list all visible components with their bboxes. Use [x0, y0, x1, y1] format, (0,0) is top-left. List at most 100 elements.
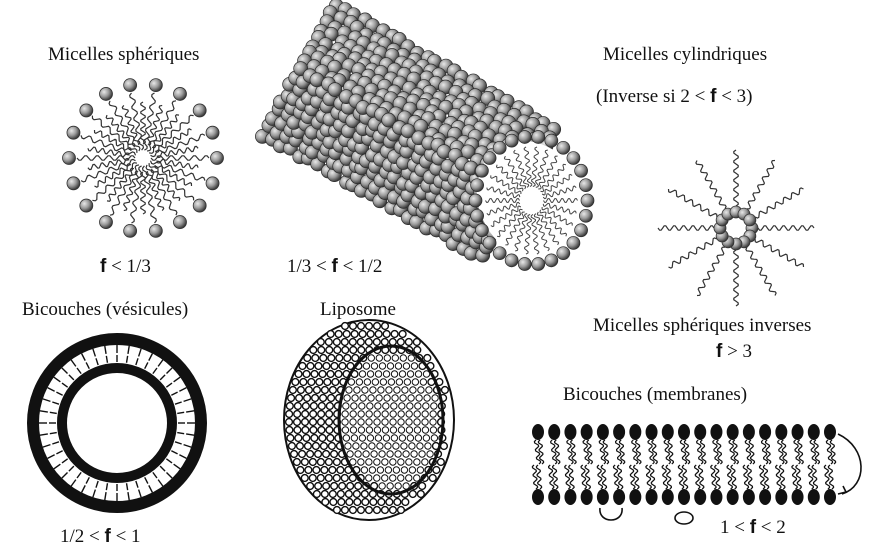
lipid-head: [302, 419, 309, 426]
lipid-head: [344, 395, 350, 401]
lipid-head: [374, 411, 380, 417]
lipid-head: [400, 395, 406, 401]
condition-text: 1/2 <: [60, 526, 105, 547]
lipid-head: [414, 459, 420, 465]
lipid-head: [391, 403, 397, 409]
hydrophobic-tail: [71, 480, 76, 486]
lipid-head: [366, 419, 372, 425]
lipid-head: [334, 347, 341, 354]
lipid-head: [358, 427, 364, 433]
lipid-head: [317, 475, 324, 482]
lipid-head: [298, 387, 305, 394]
lipid-head: [348, 379, 354, 385]
polar-head: [646, 489, 658, 505]
lipid-head: [346, 387, 352, 393]
lipid-head: [402, 387, 408, 393]
lipid-head: [345, 491, 352, 498]
cylindrical-inverse-condition: (Inverse si 2 < f < 3): [596, 87, 753, 106]
lipid-head: [331, 363, 338, 370]
hydrophobic-tail: [82, 485, 86, 492]
polar-head: [532, 489, 544, 505]
lipid-head: [286, 411, 293, 418]
hydrophobic-tail: [105, 346, 106, 354]
polar-head: [469, 194, 482, 207]
arrowhead: [838, 486, 846, 494]
lipid-head: [422, 427, 428, 433]
lipid-head: [417, 443, 423, 449]
lipid-head: [286, 427, 293, 434]
lipid-head: [375, 435, 381, 441]
lipid-head: [325, 475, 332, 482]
lipid-head: [339, 483, 346, 490]
polar-head: [505, 254, 518, 267]
hydrophobic-tail: [69, 466, 74, 471]
polar-head: [613, 424, 625, 440]
lipid-head: [432, 395, 438, 401]
lipid-head: [401, 443, 407, 449]
polar-head: [548, 424, 560, 440]
polar-head: [743, 424, 755, 440]
lipid-head: [350, 347, 357, 354]
hydrophobic-tail: [179, 455, 186, 459]
lipid-head: [313, 491, 320, 498]
polar-head: [579, 209, 592, 222]
polar-head: [174, 216, 187, 229]
lipid-head: [401, 467, 407, 473]
polar-head: [694, 489, 706, 505]
hydrophobic-tail: [166, 459, 172, 463]
lipid-head: [390, 411, 396, 417]
polar-head: [475, 224, 488, 237]
hydrophobic-tail: [93, 490, 95, 498]
lipid-head: [375, 403, 381, 409]
hydrophobic-tail: [145, 477, 148, 483]
polar-head: [567, 236, 580, 249]
lipid-head: [370, 499, 377, 506]
lipid-head: [323, 363, 330, 370]
lipid-head: [342, 323, 349, 330]
lipid-head: [424, 355, 431, 362]
lipid-head: [310, 427, 317, 434]
lipid-head: [399, 435, 405, 441]
lipid-head: [299, 451, 306, 458]
polar-head: [483, 236, 496, 249]
lipid-head: [335, 331, 342, 338]
polar-head: [759, 424, 771, 440]
polar-head: [678, 489, 690, 505]
lipid-head: [366, 427, 372, 433]
lipid-head: [359, 371, 365, 377]
lipid-head: [429, 475, 436, 482]
polar-head: [743, 489, 755, 505]
lipid-head: [410, 387, 416, 393]
polar-head: [67, 126, 80, 139]
hydrophobic-tail: [149, 354, 153, 361]
condition-text: < 1: [111, 526, 141, 547]
lipid-head: [405, 339, 412, 346]
hydrophobic-tail: [734, 150, 738, 206]
hydrophobic-tail: [658, 226, 714, 230]
lipid-head: [422, 459, 428, 465]
lipid-head: [391, 371, 397, 377]
lipid-head: [369, 467, 375, 473]
hydrophobic-tail: [186, 411, 194, 412]
lipid-head: [316, 379, 323, 386]
lipid-head: [407, 435, 413, 441]
lipid-head: [294, 403, 301, 410]
lipid-head: [351, 435, 357, 441]
lipid-head: [366, 507, 373, 514]
lipid-head: [310, 411, 317, 418]
lipid-head: [342, 419, 348, 425]
lipid-head: [361, 491, 368, 498]
polar-head: [557, 247, 570, 260]
polar-head: [775, 489, 787, 505]
polar-head: [775, 424, 787, 440]
hydrophobic-tail: [106, 356, 107, 363]
hydrophobic-tail: [171, 392, 177, 395]
vesicle-condition: 1/2 < f < 1: [60, 527, 141, 546]
lipid-head: [430, 427, 436, 433]
condition-text: (Inverse si 2 <: [596, 86, 710, 107]
lipid-head: [376, 355, 382, 361]
spherical-micelle-condition: f < 1/3: [100, 257, 151, 276]
lipid-head: [305, 467, 312, 474]
lipid-head: [383, 371, 389, 377]
lipid-head: [383, 331, 390, 338]
